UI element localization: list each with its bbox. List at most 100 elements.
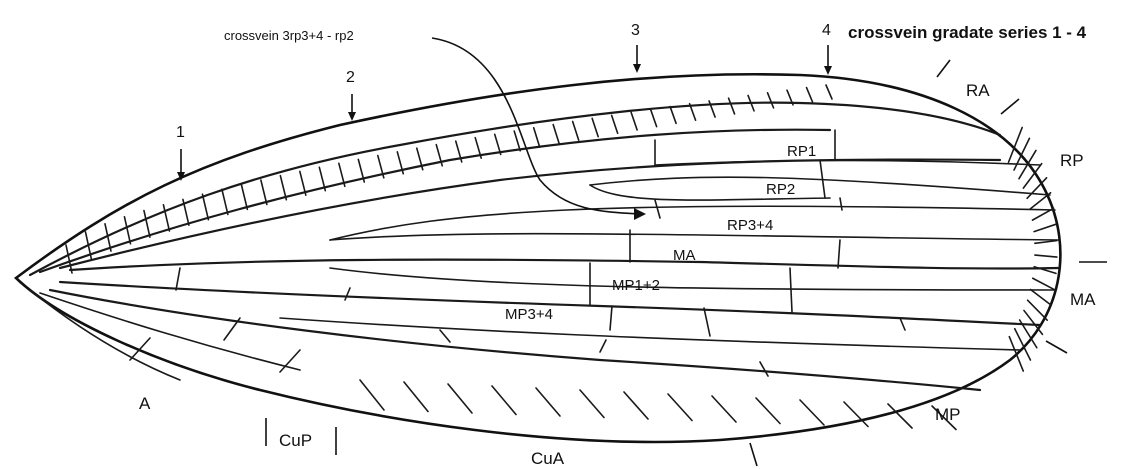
gradate-crossvein	[129, 337, 151, 361]
lower-marginal-vein	[799, 399, 825, 426]
costal-crossvein	[240, 183, 249, 211]
region-rp: RP	[1060, 151, 1084, 170]
marginal-fork	[1029, 191, 1052, 210]
region-cup: CuP	[279, 431, 312, 450]
costal-crossvein	[649, 108, 658, 128]
costal-veins	[28, 101, 1002, 277]
longitudinal-veins	[29, 158, 1062, 392]
radius-vein	[38, 128, 832, 274]
region-a: A	[139, 394, 151, 413]
rp2-vein	[589, 176, 1051, 196]
costal-crossvein	[766, 91, 775, 109]
costal-crossvein	[182, 198, 190, 227]
gradate-crossvein	[599, 339, 607, 353]
lower-marginal-vein	[711, 395, 737, 423]
marginal-fork	[1022, 162, 1043, 189]
lower-marginal-vein	[843, 401, 869, 428]
costal-crossvein	[610, 114, 619, 135]
vein-label-ma: MA	[673, 247, 696, 264]
costal-crossvein	[805, 86, 814, 103]
marginal-fork	[1013, 327, 1032, 361]
marginal-fork	[1007, 126, 1023, 164]
gradate-crossvein	[819, 159, 826, 199]
anal-vein	[29, 289, 181, 381]
vein-label-rp34: RP3+4	[727, 217, 773, 234]
costal-crossvein	[260, 179, 268, 206]
gradate-crossvein	[759, 361, 769, 377]
cua-vein	[48, 288, 982, 392]
costal-crossvein	[221, 188, 229, 216]
costal-crossvein	[143, 209, 151, 238]
costal-crossvein	[630, 111, 638, 131]
marginal-fork	[1018, 149, 1037, 180]
marginal-fork	[1029, 288, 1052, 306]
marginal-fork	[1034, 254, 1058, 258]
vein-label-rp2: RP2	[766, 181, 795, 198]
rp1-vein	[654, 159, 1041, 166]
costal-crossvein	[396, 151, 405, 175]
mp34-vein	[279, 317, 1021, 351]
gradate-crossvein	[789, 267, 793, 313]
marginal-fork	[1033, 265, 1057, 275]
costal-crossvein	[825, 84, 833, 100]
marginal-fork	[1033, 223, 1057, 233]
gradate-crossvein	[223, 317, 241, 341]
costal-crossvein	[162, 204, 171, 232]
marginal-fork	[1031, 277, 1055, 291]
marginal-fork	[1018, 319, 1038, 349]
costal-crossvein	[747, 94, 755, 112]
gradate-crossvein	[344, 287, 351, 301]
gradate-crossvein	[899, 317, 906, 331]
vein-label-rp1: RP1	[787, 143, 816, 160]
costal-crossveins	[65, 84, 833, 274]
gradate-crossvein	[703, 307, 711, 337]
marginal-forks	[359, 126, 1058, 431]
gradate-crossvein	[279, 349, 301, 373]
costal-crossvein	[357, 158, 366, 183]
gradate-crossvein	[175, 267, 181, 291]
region-ra: RA	[966, 81, 990, 100]
callout-label: crossvein 3rp3+4 - rp2	[224, 28, 354, 43]
costal-crossvein	[201, 193, 210, 221]
cup-vein	[39, 292, 301, 371]
costal-crossvein	[279, 174, 288, 201]
costal-crossvein	[571, 120, 580, 141]
marginal-fork	[1034, 239, 1058, 245]
costal-crossvein	[532, 126, 541, 148]
vein-label-mp12: MP1+2	[612, 277, 660, 294]
lower-marginal-vein	[535, 387, 561, 417]
lower-marginal-vein	[755, 397, 781, 425]
lower-marginal-vein	[579, 389, 605, 419]
lower-marginal-vein	[359, 379, 385, 411]
costal-crossvein	[338, 162, 346, 188]
region-ma: MA	[1070, 290, 1096, 309]
region-markers	[265, 59, 1107, 467]
lower-marginal-vein	[403, 381, 429, 413]
gradate-crossvein	[439, 329, 451, 343]
costal-crossvein	[591, 117, 599, 138]
costal-crossvein	[708, 100, 716, 118]
subcosta-vein	[28, 101, 1002, 277]
costal-crossvein	[786, 89, 794, 106]
costal-crossvein	[104, 222, 112, 252]
costal-crossvein	[552, 123, 560, 145]
costal-crossvein	[299, 170, 307, 196]
costal-crossvein	[84, 231, 93, 261]
gradate-crossvein	[839, 197, 843, 211]
rp2-loop-vein	[589, 184, 831, 201]
gradate-number-3: 3	[631, 22, 640, 39]
rp34-lower-vein	[329, 232, 1059, 241]
gradate-crossvein	[837, 239, 841, 269]
gradate-crossvein	[609, 305, 613, 331]
marginal-fork	[1013, 137, 1031, 171]
costal-crossvein	[454, 140, 463, 163]
lower-marginal-vein	[667, 393, 693, 422]
callout-arrow	[431, 37, 641, 215]
wing-outline	[13, 72, 1062, 444]
region-cua: CuA	[531, 449, 565, 468]
lower-marginal-vein	[447, 383, 473, 414]
costal-crossvein	[318, 166, 327, 192]
crossveins	[129, 129, 906, 377]
costal-crossvein	[513, 130, 522, 152]
